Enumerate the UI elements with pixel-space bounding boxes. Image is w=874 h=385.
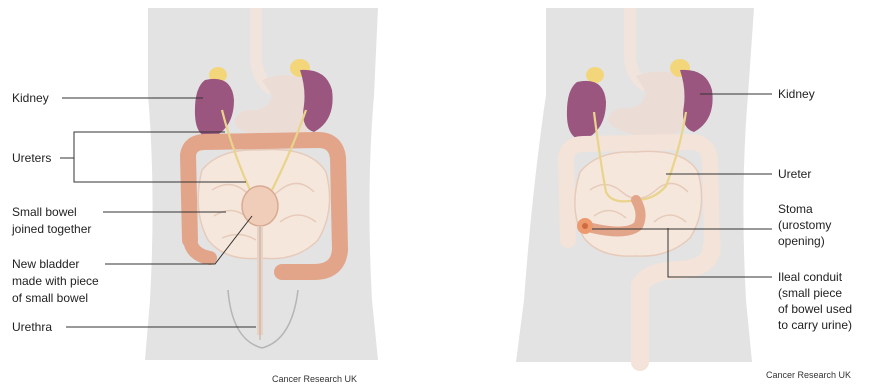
right-labels: Kidney Ureter Stoma (urostomy opening) I… xyxy=(778,87,852,332)
left-labels: Kidney Ureters Small bowel joined togeth… xyxy=(11,91,99,334)
label-urethra: Urethra xyxy=(12,320,52,334)
label-conduit-3: of bowel used xyxy=(778,302,852,316)
label-new-bladder-1: New bladder xyxy=(12,257,79,271)
right-illustration xyxy=(516,8,754,362)
adrenal-right-a xyxy=(586,67,604,83)
left-illustration xyxy=(145,8,378,360)
label-stoma-2: (urostomy xyxy=(778,218,831,232)
label-ureters: Ureters xyxy=(12,151,51,165)
label-conduit-2: (small piece xyxy=(778,286,842,300)
label-conduit-4: to carry urine) xyxy=(778,318,852,332)
new-bladder xyxy=(242,186,278,226)
label-new-bladder-3: of small bowel xyxy=(12,291,88,305)
label-small-bowel-1: Small bowel xyxy=(12,205,77,219)
label-stoma-1: Stoma xyxy=(778,202,813,216)
label-conduit-1: Ileal conduit xyxy=(778,270,843,284)
label-kidney-left: Kidney xyxy=(12,91,49,105)
label-stoma-3: opening) xyxy=(778,234,825,248)
label-new-bladder-2: made with piece xyxy=(12,274,99,288)
label-kidney-right: Kidney xyxy=(778,87,815,101)
stoma-center xyxy=(582,223,588,229)
label-small-bowel-2: joined together xyxy=(11,222,91,236)
credit-left: Cancer Research UK xyxy=(272,374,357,384)
credit-right: Cancer Research UK xyxy=(766,370,851,380)
label-ureter: Ureter xyxy=(778,167,811,181)
